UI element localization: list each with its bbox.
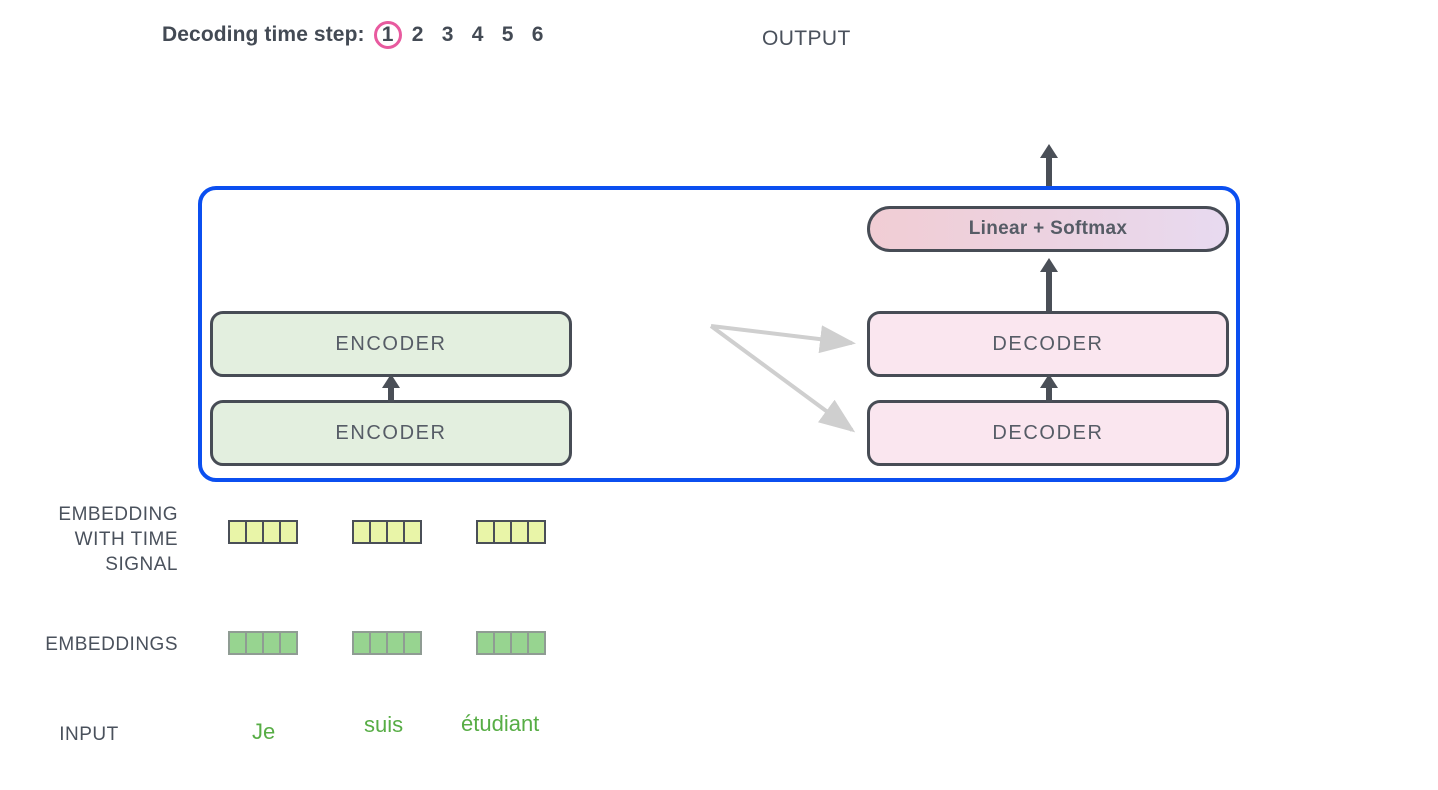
- label-line-3: SIGNAL: [105, 554, 178, 575]
- time-signal-vector-3: [476, 520, 546, 544]
- linear-softmax-block[interactable]: Linear + Softmax: [867, 206, 1229, 252]
- embedding-vector-2: [352, 631, 422, 655]
- input-word-1: Je: [252, 719, 276, 744]
- decoding-time-step-bar: Decoding time step: 1 2 3 4 5 6: [162, 20, 553, 50]
- time-step-6[interactable]: 6: [531, 23, 544, 46]
- vector-cell: [527, 520, 546, 544]
- output-arrow-icon: [1039, 144, 1059, 190]
- label-line-2: WITH TIME: [74, 529, 178, 550]
- input-word-3: étudiant: [461, 711, 540, 736]
- time-signal-vector-1: [228, 520, 298, 544]
- input-word-2: suis: [364, 712, 404, 737]
- embedding-vector-1: [228, 631, 298, 655]
- decoder-block-bottom[interactable]: DECODER: [867, 400, 1229, 466]
- encoder-stack-arrow-icon: [381, 374, 401, 402]
- decoding-time-step-label: Decoding time step:: [162, 23, 365, 46]
- time-step-1[interactable]: 1: [373, 20, 403, 50]
- time-step-3[interactable]: 3: [441, 23, 454, 46]
- time-step-4[interactable]: 4: [471, 23, 484, 46]
- embedding-vector-3: [476, 631, 546, 655]
- vector-cell: [527, 631, 546, 655]
- time-signal-vector-2: [352, 520, 422, 544]
- vector-cell: [403, 520, 422, 544]
- encoder-block-top[interactable]: ENCODER: [210, 311, 572, 377]
- decoder-stack-arrow-icon: [1039, 374, 1059, 402]
- time-step-5[interactable]: 5: [501, 23, 514, 46]
- vector-cell: [279, 631, 298, 655]
- label-line-1: EMBEDDING: [58, 504, 178, 525]
- vector-cell: [279, 520, 298, 544]
- embedding-with-time-signal-label: EMBEDDING WITH TIME SIGNAL: [0, 502, 178, 577]
- time-step-2[interactable]: 2: [411, 23, 424, 46]
- transformer-model-frame: [198, 186, 1240, 482]
- embeddings-label: EMBEDDINGS: [45, 634, 178, 655]
- encoder-block-bottom[interactable]: ENCODER: [210, 400, 572, 466]
- output-label: OUTPUT: [762, 27, 851, 50]
- vector-cell: [403, 631, 422, 655]
- input-label: INPUT: [59, 724, 119, 745]
- time-step-list: 1 2 3 4 5 6: [373, 20, 553, 50]
- decoder-to-softmax-arrow-icon: [1039, 258, 1059, 312]
- encoder-decoder-connectors: [700, 310, 880, 450]
- connector-arrows-icon: [709, 324, 856, 433]
- decoder-block-top[interactable]: DECODER: [867, 311, 1229, 377]
